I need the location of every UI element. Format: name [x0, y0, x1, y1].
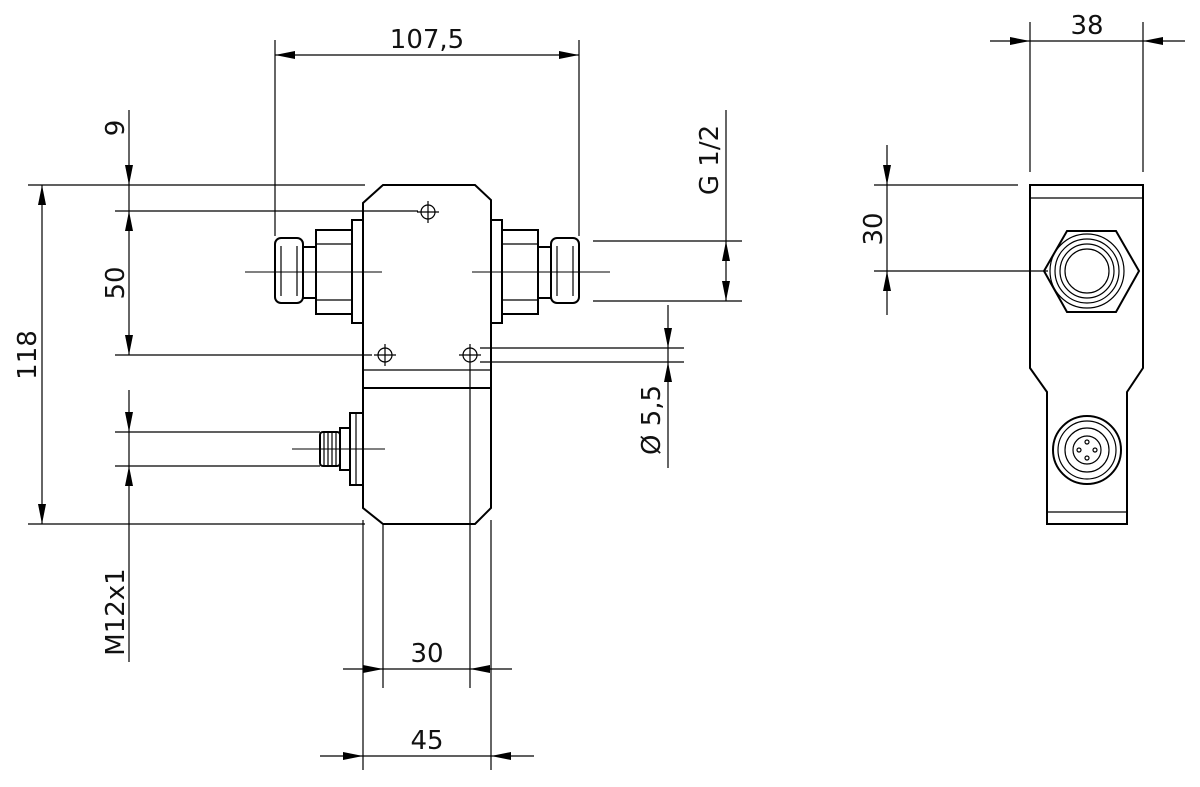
dim-hole-diameter: Ø 5,5 — [480, 305, 684, 468]
dim-overall-width: 107,5 — [274, 25, 580, 236]
label-overall-height: 118 — [13, 330, 43, 380]
label-thread-size: G 1/2 — [695, 125, 725, 195]
m12-connector — [292, 412, 385, 486]
hex-port — [1042, 230, 1141, 313]
label-side-width: 38 — [1070, 11, 1103, 41]
manifold-body — [362, 184, 492, 389]
dim-connector-thread: M12x1 — [101, 390, 320, 662]
dim-hole-spacing: 9 50 — [101, 110, 418, 356]
side-view: 38 30 — [859, 11, 1185, 525]
label-top-offset: 9 — [101, 120, 131, 137]
label-side-height: 30 — [859, 212, 889, 245]
label-overall-width: 107,5 — [390, 25, 464, 55]
mounting-hole-left — [374, 344, 396, 366]
mounting-hole-top — [417, 201, 439, 223]
label-body-width-inner: 30 — [410, 639, 443, 669]
mounting-hole-right — [459, 344, 481, 366]
dim-body-width: 30 45 — [320, 366, 534, 770]
sensor-body — [362, 387, 492, 525]
side-body — [1029, 184, 1144, 525]
front-view: 107,5 118 9 50 M — [13, 25, 742, 770]
label-connector-thread: M12x1 — [101, 568, 131, 655]
label-hole-diameter: Ø 5,5 — [637, 385, 667, 455]
label-hole-spacing: 50 — [101, 266, 131, 299]
dim-overall-height: 118 — [13, 184, 365, 525]
dim-side-height: 30 — [859, 145, 1048, 315]
dim-thread-size: G 1/2 — [593, 110, 742, 302]
dim-side-width: 38 — [990, 11, 1185, 172]
label-body-width-outer: 45 — [410, 726, 443, 756]
connector-face — [1052, 415, 1122, 485]
